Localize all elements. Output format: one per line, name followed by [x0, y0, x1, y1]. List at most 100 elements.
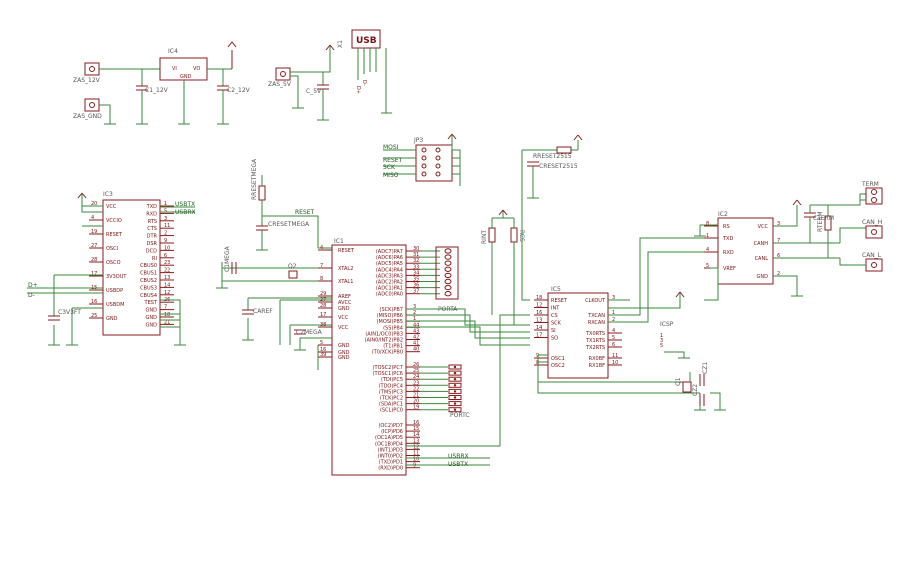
cz1-label: CZ1: [702, 362, 709, 374]
can-l-label: CAN_L: [862, 252, 882, 259]
cresetmega-label: CRESETMEGA: [268, 221, 310, 228]
ic1-left-pin-number: 28: [320, 303, 326, 309]
ic1-right-pin-number: 13: [413, 438, 419, 444]
usb-dplus-label: D+: [355, 86, 361, 94]
icsp-pin-3: 3: [660, 338, 663, 344]
creset2515-label: CRESET2515: [539, 163, 578, 170]
ic1-right-pin-label: (T1)PB1: [383, 344, 403, 350]
portc-pin: [448, 395, 462, 400]
ic3-right-pin-number: 21: [164, 319, 170, 325]
ic1-left-pin-number: 17: [320, 312, 326, 318]
portc-pin: [448, 370, 462, 376]
ic1-right-pin-number: 16: [413, 420, 419, 426]
ic5-right-pin-number: 3: [612, 295, 615, 301]
jp3-label: JP3: [413, 137, 423, 144]
net-reset-label: RESET: [383, 157, 403, 164]
ic1-usbtx-label: USBTX: [448, 461, 468, 468]
ic1-left-pin-label: AREF: [338, 294, 351, 300]
ic1-left-pin-number: 5: [320, 340, 323, 346]
ic2-left-pin-label: RXD: [723, 250, 734, 256]
ic5-right-pin-number: 2: [612, 317, 615, 323]
c1mega-label: C1MEGA: [224, 245, 231, 272]
ic1-right-pin-label: (TCK)PC2: [380, 396, 403, 402]
ic3-right-pin-label: CBUS2: [140, 278, 157, 284]
ic1-right-pin-number: 2: [413, 310, 416, 316]
ic3-right-pin-label: TXD: [146, 204, 157, 210]
ic5-left-pin-label: OSC1: [551, 356, 565, 362]
ic5-left-pin-label: INT: [551, 306, 560, 312]
ic1-right-pin-label: (TDI)PC5: [381, 377, 403, 383]
ic1-right-pin-number: 37: [413, 289, 419, 295]
ic1-right-pin-number: 43: [413, 328, 419, 334]
zas-5v-label: ZAS_5V: [268, 81, 292, 88]
ic1-left-pin-label: XTAL1: [338, 279, 353, 285]
ic3-right-pin-label: GND: [146, 308, 158, 314]
ic2-right-pin-number: 6: [777, 253, 780, 259]
portc-pin-dot: [453, 365, 457, 369]
ic3-right-pin-number: 12: [164, 290, 170, 296]
ic5-right-pin-label: RXCAN: [588, 320, 605, 326]
cresetmega-capacitor: CRESETMEGA: [256, 221, 310, 231]
ic3-right-pin-label: CBUS3: [140, 285, 157, 291]
ic2-right-pin-number: 3: [777, 221, 780, 227]
ic3-right-pin-label: GND: [146, 315, 158, 321]
ic1-label: IC1: [334, 238, 344, 245]
ic3-dminus-label: D-: [28, 292, 35, 299]
ic4-pin-vo: VO: [193, 66, 200, 72]
ic1-right-pin-label: (OC2)PD7: [378, 423, 403, 429]
ic3-right-pin-number: 22: [164, 268, 170, 274]
ic1-right-pin-label: (OC1A)PD5: [375, 435, 403, 441]
caref-capacitor: CAREF: [242, 308, 273, 315]
ic1-right-pin-number: 34: [413, 270, 419, 276]
ic5-left-pin-label: SCK: [551, 321, 562, 327]
ic5-left-pin-label: SI: [551, 328, 556, 334]
portc-pin-dot: [453, 408, 457, 411]
ic1-right-pin-number: 25: [413, 368, 419, 374]
ic1-right-pin-label: (ICP)PD6: [381, 429, 403, 435]
ic1-right-pin-number: 33: [413, 264, 419, 270]
ic1-left-pin-number: 29: [320, 291, 326, 297]
cz2-capacitor: CZ2: [692, 384, 705, 406]
ic1-right-pin-number: 12: [413, 444, 419, 450]
c1-label: C1_12V: [145, 87, 169, 94]
ic2-label: IC2: [718, 211, 728, 218]
portc-pin-dot: [453, 396, 457, 399]
ic3-right-pin-number: 23: [164, 260, 170, 266]
q2-label: Q2: [288, 263, 297, 270]
ic1-right-pin-label: (ADC4)PA4: [376, 267, 403, 273]
ic1-right-pin-number: 31: [413, 252, 419, 258]
porta-pin: [444, 278, 452, 285]
ic2-right-pin-label: CANH: [754, 241, 769, 247]
ic1-right-pin-label: (MOSI)PB5: [377, 319, 403, 325]
ic3-right-pin-number: 2: [164, 231, 167, 237]
ic5-left-pin-number: 12: [536, 303, 542, 309]
ic2-right-pin-label: CANL: [755, 256, 769, 262]
ic1-left-pin-label: GND: [338, 343, 350, 349]
ic3-left-pin-label: RESET: [106, 232, 123, 238]
ic1-right-pin-label: (TXD)PD1: [379, 460, 403, 466]
ic2-right-pin-label: VCC: [758, 224, 769, 230]
ic3-left-pin-label: GND: [106, 316, 118, 322]
cz2-label: CZ2: [692, 384, 699, 396]
ic1-right-pin-number: 19: [413, 405, 419, 411]
ic1-right-pin-number: 40: [413, 347, 419, 353]
ic3-right-pin-label: DTR: [147, 234, 158, 240]
ic3-dplus-label: D+: [28, 282, 38, 289]
ic1-right-pin-number: 44: [413, 322, 419, 328]
ic5-right-pin-label: TX2RTS: [585, 345, 605, 351]
portc-pin: [448, 364, 462, 370]
ic1-left-pin-label: AVCC: [338, 300, 352, 306]
icsp-pin-1: 1: [660, 333, 663, 339]
ic5-right-pin-label: RX0BF: [589, 356, 606, 362]
ic4-label: IC4: [168, 48, 178, 55]
crystal-q1: Q1: [675, 377, 692, 393]
ic3-left-pin-label: USBDP: [106, 288, 123, 294]
crystal-q2: Q2: [288, 263, 298, 279]
ic5-left-pin-number: 14: [536, 325, 542, 331]
ic2-left-pin-label: TXD: [722, 236, 733, 242]
ic3-right-pin-label: DCD: [146, 248, 157, 254]
connector-can-h: CAN_H: [862, 219, 883, 239]
ic1-left-pin-number: 8: [320, 276, 323, 282]
portc-pin-dot: [453, 402, 457, 405]
